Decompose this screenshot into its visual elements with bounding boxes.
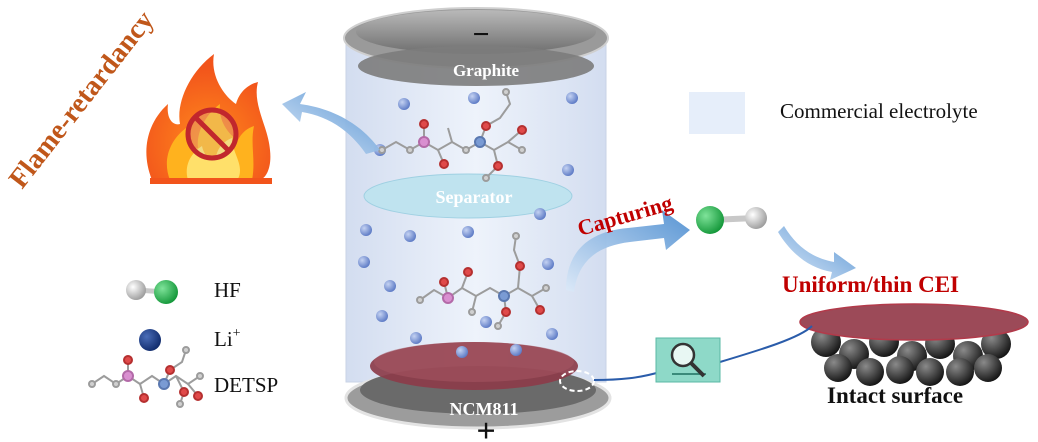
- li-ions: [358, 92, 578, 358]
- li-ion: [534, 208, 546, 220]
- detsp-legend-label: DETSP: [214, 373, 278, 397]
- li-ion: [468, 92, 480, 104]
- zoom-connector: [719, 325, 813, 363]
- li-ion: [376, 310, 388, 322]
- cathode-particles: [811, 327, 1011, 386]
- li-ion: [562, 164, 574, 176]
- arrow-capturing: [566, 210, 690, 292]
- arrow-to-cei: [778, 226, 856, 280]
- graphite-label: Graphite: [453, 61, 520, 80]
- hf-molecule-captured: [696, 206, 767, 234]
- detsp-legend-icon: [88, 346, 204, 408]
- li-ion: [358, 256, 370, 268]
- cei-layer: [799, 303, 1029, 341]
- cathode-highlight: [374, 342, 574, 382]
- arrow-to-flame: [282, 92, 380, 154]
- li-ion: [462, 226, 474, 238]
- hf-legend-icon: [126, 280, 178, 304]
- li-ion: [384, 280, 396, 292]
- hf-legend-label: HF: [214, 278, 241, 302]
- li-ion: [510, 344, 522, 356]
- li-legend-label: Li+: [214, 326, 241, 351]
- separator-disc: [363, 173, 573, 219]
- electrolyte-legend-swatch: [689, 92, 745, 134]
- li-legend-superscript: +: [233, 326, 241, 341]
- separator-label: Separator: [436, 187, 513, 207]
- li-legend-text: Li: [214, 327, 233, 351]
- intact-surface-label: Intact surface: [827, 383, 963, 408]
- plus-sign: +: [476, 413, 495, 442]
- top-lid: [356, 10, 596, 54]
- li-ion: [480, 316, 492, 328]
- detsp-molecule-upper: [378, 88, 527, 182]
- flame-retardancy-label: Flame-retardancy: [3, 5, 160, 194]
- detsp-molecule-lower: [416, 232, 550, 330]
- magnifier-icon: [655, 337, 721, 383]
- li-ion: [566, 92, 578, 104]
- li-legend-icon: [139, 329, 161, 351]
- li-ion: [546, 328, 558, 340]
- li-ion: [360, 224, 372, 236]
- li-ion: [398, 98, 410, 110]
- ncm811-label: NCM811: [450, 399, 519, 419]
- graphite-layer: [358, 46, 594, 86]
- battery-cell: − Graphite Separator NCM811 +: [343, 7, 612, 442]
- li-ion: [404, 230, 416, 242]
- li-ion: [410, 332, 422, 344]
- minus-sign: −: [472, 18, 489, 51]
- cei-label: Uniform/thin CEI: [782, 272, 959, 297]
- zoom-connector: [593, 371, 661, 381]
- li-ion: [456, 346, 468, 358]
- li-ion: [542, 258, 554, 270]
- electrolyte-legend-label: Commercial electrolyte: [780, 99, 978, 123]
- prohibition-icon: [185, 107, 239, 161]
